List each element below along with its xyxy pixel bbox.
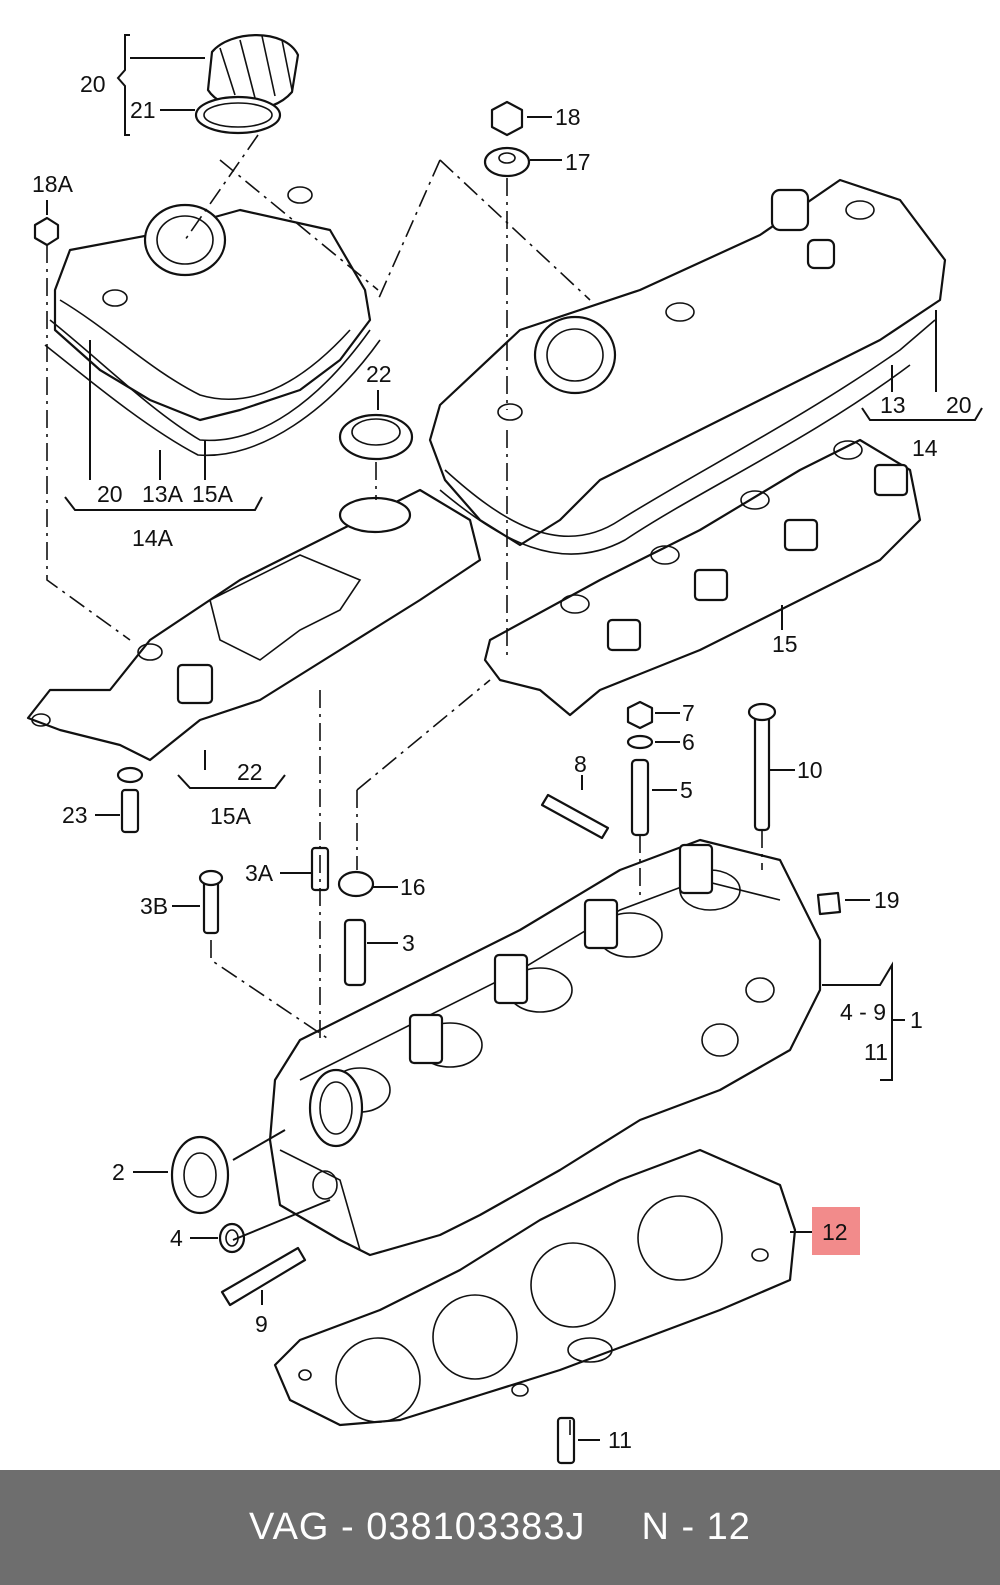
callout-3b: 3B	[140, 893, 168, 919]
callout-13a: 13A	[142, 481, 184, 507]
callout-15: 15	[772, 631, 798, 657]
head-gasket	[273, 1148, 797, 1427]
callout-9: 9	[255, 1311, 268, 1337]
callout-4-9: 4 - 9	[840, 999, 886, 1025]
callout-4: 4	[170, 1225, 183, 1251]
callout-3: 3	[402, 930, 415, 956]
callout-17: 17	[565, 149, 591, 175]
highlight-part-12	[812, 1207, 860, 1255]
footer-reference: N - 12	[641, 1506, 751, 1548]
cylinder-head	[268, 838, 822, 1257]
callout-22: 22	[366, 361, 392, 387]
front-seals	[170, 1135, 246, 1254]
valve-cover-right	[428, 178, 947, 555]
sealing-ring	[338, 413, 414, 461]
callout-14: 14	[912, 435, 938, 461]
callout-18a: 18A	[32, 171, 74, 197]
footer-part-number: VAG - 038103383J	[249, 1506, 586, 1548]
callout-5: 5	[680, 777, 693, 803]
callout-1: 1	[910, 1007, 923, 1033]
callout-21: 21	[130, 97, 156, 123]
hardware-nuts-washers	[33, 100, 654, 784]
oil-filler-cap	[194, 34, 300, 135]
callout-14a: 14A	[132, 525, 174, 551]
baffle-plate-left	[26, 488, 482, 762]
callout-18: 18	[555, 104, 581, 130]
callout-13: 13	[880, 392, 906, 418]
callout-20: 20	[80, 71, 106, 97]
callout-3a: 3A	[245, 860, 274, 886]
callout-15a: 15A	[192, 481, 234, 507]
callout-8: 8	[574, 751, 587, 777]
valve-cover-left	[44, 186, 381, 457]
callout-16: 16	[400, 874, 426, 900]
callout-labels: 20 21 18A 18 17 20 13A 15A 14A 22 13 20 …	[32, 71, 972, 1453]
callout-11-lower: 11	[608, 1427, 632, 1453]
callout-22-lower: 22	[237, 759, 263, 785]
callout-19: 19	[874, 887, 900, 913]
callout-11-upper: 11	[864, 1039, 888, 1065]
baffle-plate-right	[483, 438, 922, 717]
exploded-parts-diagram: 20 21 18A 18 17 20 13A 15A 14A 22 13 20 …	[26, 34, 983, 1465]
callout-2: 2	[112, 1159, 125, 1185]
callout-7: 7	[682, 700, 695, 726]
callout-23: 23	[62, 802, 88, 828]
callout-12: 12	[822, 1219, 848, 1245]
footer-bar: VAG - 038103383J N - 12	[0, 1470, 1000, 1585]
callout-6: 6	[682, 729, 695, 755]
callout-20-right: 20	[946, 392, 972, 418]
callout-15a-lower: 15A	[210, 803, 252, 829]
alignment-lines	[46, 134, 763, 1435]
callout-20-left: 20	[97, 481, 123, 507]
callout-10: 10	[797, 757, 823, 783]
leader-lines	[46, 34, 983, 1441]
